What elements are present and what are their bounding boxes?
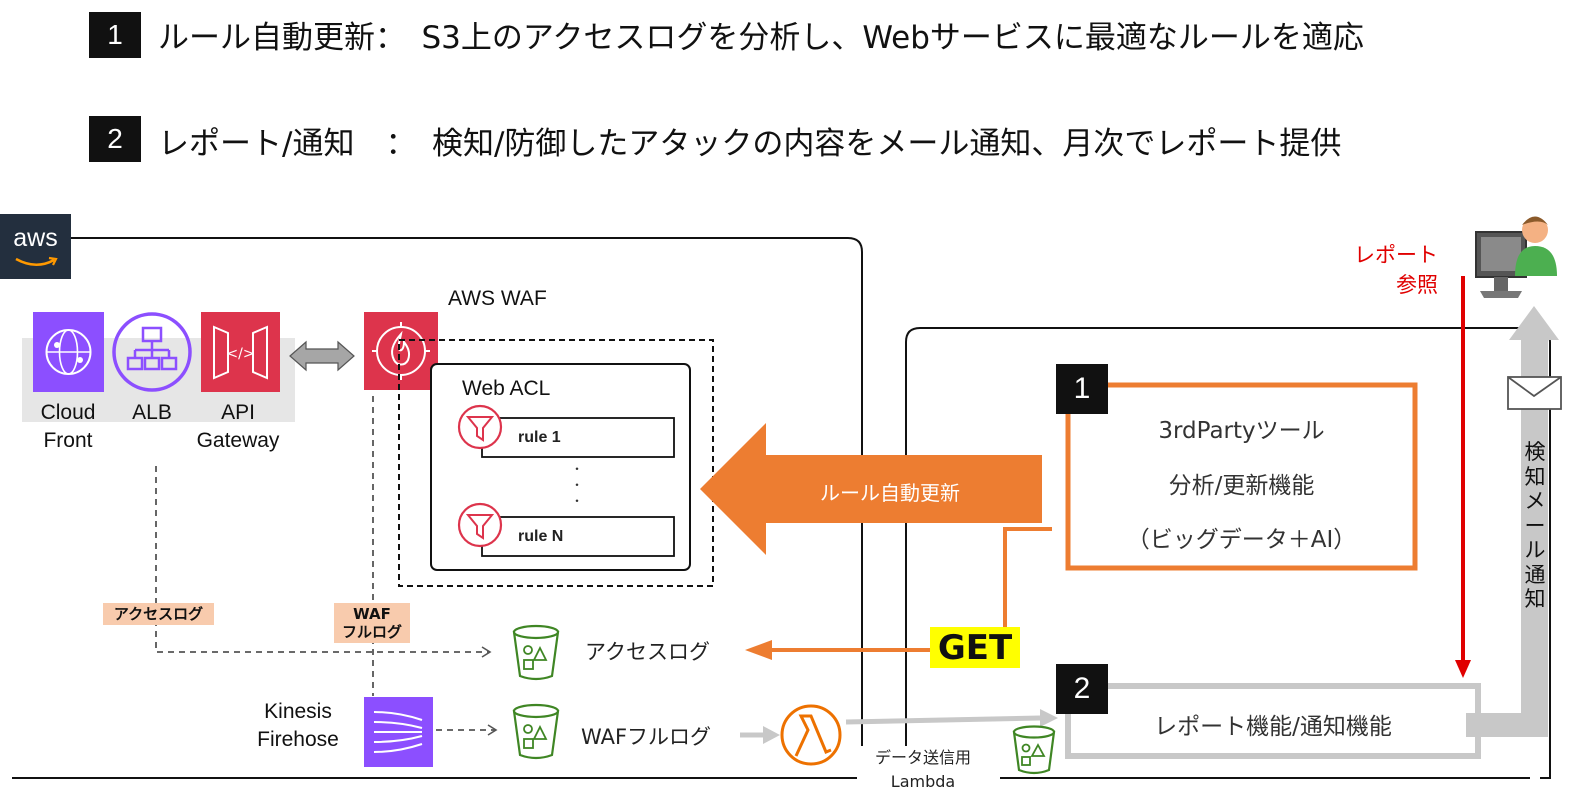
header-item2-text: レポート/通知 ： 検知/防御したアタックの内容をメール通知、月次でレポート提供 bbox=[158, 126, 1342, 162]
get-label: GET bbox=[930, 627, 1020, 668]
report-function-label: レポート機能/通知機能 bbox=[1154, 714, 1392, 740]
svg-text:</>: </> bbox=[226, 346, 254, 362]
report-reference-label: レポート 参照 bbox=[1354, 243, 1438, 297]
third-party-tool-box bbox=[1065, 382, 1418, 571]
header-item1-text: ルール自動更新： S3上のアクセスログを分析し、Webサービスに最適なルールを適… bbox=[158, 20, 1364, 56]
s3-bucket-access-log-icon bbox=[512, 624, 560, 681]
third-party-line2: 分析/更新機能 bbox=[1168, 473, 1315, 499]
to-lambda-arrowhead bbox=[763, 726, 780, 744]
aws-logo-text: aws bbox=[13, 224, 58, 252]
rule1-box bbox=[481, 417, 675, 458]
access-log-flow-line bbox=[155, 466, 492, 658]
rule-update-arrow-label: ルール自動更新 bbox=[820, 481, 960, 505]
kinesis-firehose-label: Kinesis Firehose bbox=[257, 700, 339, 751]
rule1-filter-icon bbox=[457, 404, 503, 450]
alb-icon bbox=[112, 312, 192, 392]
get-connector bbox=[1003, 527, 1052, 650]
alb-label: ALB bbox=[132, 401, 172, 424]
api-gateway-label: API Gateway bbox=[196, 401, 280, 452]
third-party-number: 1 bbox=[1056, 364, 1108, 414]
mail-notification-arrow bbox=[1466, 306, 1559, 737]
ruleN-box bbox=[481, 516, 675, 557]
web-acl-title: Web ACL bbox=[462, 377, 551, 400]
access-log-tag: アクセスログ bbox=[103, 603, 214, 625]
report-number: 2 bbox=[1056, 664, 1108, 714]
mail-notification-label: 検 知 メ ー ル 通 知 bbox=[1524, 440, 1546, 611]
access-log-bucket-label: アクセスログ bbox=[585, 640, 710, 664]
ruleN-filter-icon bbox=[457, 502, 503, 548]
get-arrowhead bbox=[745, 640, 772, 660]
s3-bucket-third-party-icon bbox=[1012, 725, 1056, 775]
header-item2-number: 2 bbox=[89, 116, 141, 162]
aws-cloud-boundary bbox=[12, 237, 863, 779]
waf-icon bbox=[364, 312, 438, 390]
kinesis-firehose-icon bbox=[364, 697, 433, 767]
cloudfront-label: Cloud Front bbox=[40, 401, 96, 452]
header-item1-number: 1 bbox=[89, 12, 141, 58]
cloudfront-icon bbox=[33, 312, 104, 392]
s3-bucket-waf-log-icon bbox=[512, 703, 560, 760]
third-party-line1: 3rdPartyツール bbox=[1158, 418, 1325, 444]
user-pc-icon bbox=[1475, 216, 1557, 298]
api-gateway-icon: </> bbox=[201, 312, 280, 392]
waf-full-log-bucket-label: WAFフルログ bbox=[581, 725, 712, 749]
rule-update-arrow bbox=[700, 423, 1042, 555]
bidirectional-arrow bbox=[289, 340, 355, 372]
rule1-label: rule 1 bbox=[518, 429, 561, 446]
waf-full-log-tag: WAF フルログ bbox=[334, 603, 410, 643]
aws-waf-title: AWS WAF bbox=[448, 287, 547, 310]
third-party-line3: （ビッグデータ＋AI） bbox=[1126, 527, 1357, 553]
lambda-icon bbox=[780, 704, 842, 766]
envelope-icon bbox=[1507, 376, 1562, 410]
ruleN-label: rule N bbox=[518, 528, 564, 545]
aws-logo: aws bbox=[0, 214, 71, 279]
rules-ellipsis: ・ ・ ・ bbox=[571, 462, 584, 508]
lambda-label: データ送信用 Lambda bbox=[857, 746, 989, 794]
to-bucket-arrowhead bbox=[1040, 709, 1058, 727]
aws-smile-icon bbox=[15, 256, 58, 266]
